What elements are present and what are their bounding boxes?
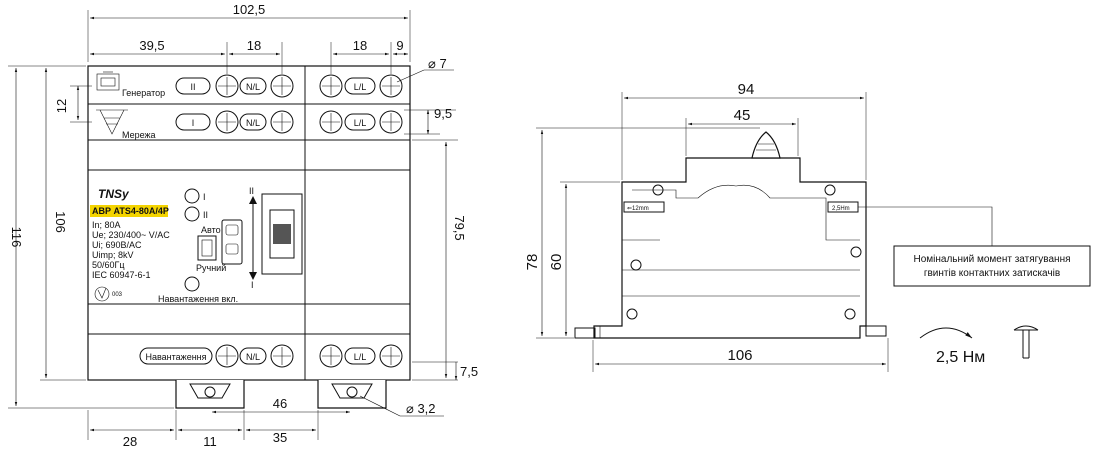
svg-text:II: II bbox=[203, 210, 208, 220]
grid-label: Мережа bbox=[122, 130, 156, 140]
model-badge bbox=[90, 205, 168, 217]
dim-bottom-46: 46 bbox=[273, 396, 287, 411]
operating-handle[interactable]: II I bbox=[249, 186, 303, 290]
svg-text:Навантаження: Навантаження bbox=[145, 352, 206, 362]
screw-terminal-icon bbox=[319, 74, 343, 98]
spec-line: Ui; 690B/AC bbox=[92, 240, 142, 250]
indicator-lamp-icon bbox=[184, 188, 200, 204]
screw-icon bbox=[1013, 325, 1039, 359]
mounting-hole-icon bbox=[850, 246, 862, 258]
mode-switch[interactable] bbox=[197, 235, 217, 261]
svg-text:L/L: L/L bbox=[354, 118, 367, 128]
indicator-lamp-icon bbox=[184, 206, 200, 222]
mode-button-group[interactable] bbox=[221, 219, 243, 265]
dim-height-78: 78 bbox=[524, 254, 541, 271]
svg-text:I: I bbox=[192, 118, 195, 128]
din-tab-left bbox=[574, 327, 596, 339]
generator-label: Генератор bbox=[122, 88, 165, 98]
certification-mark-icon bbox=[94, 286, 110, 302]
dim-pitch-right: 18 bbox=[353, 38, 367, 53]
screw-terminal-icon bbox=[319, 344, 343, 368]
indicator-lamp-icon bbox=[184, 276, 200, 292]
dim-depth-45: 45 bbox=[734, 107, 751, 124]
screw-terminal-icon bbox=[379, 110, 403, 134]
dim-pitch-mid: 18 bbox=[247, 38, 261, 53]
screw-terminal-icon bbox=[270, 110, 294, 134]
spec-line: 50/60Гц bbox=[92, 260, 125, 270]
dim-left-offset: 39,5 bbox=[139, 38, 164, 53]
torque-value: 2,5 Нм bbox=[936, 349, 985, 366]
dim-depth-94: 94 bbox=[738, 81, 755, 98]
mounting-hole-icon bbox=[626, 308, 638, 320]
dim-bottom-step: 7,5 bbox=[460, 364, 478, 379]
dim-bottom-11: 11 bbox=[203, 434, 217, 449]
svg-text:N/L: N/L bbox=[246, 118, 260, 128]
dim-hole-diameter: ⌀ 7 bbox=[428, 56, 447, 71]
torque-note: Номінальний момент затягування гвинтів к… bbox=[893, 245, 1091, 366]
dim-row-gap-right: 9,5 bbox=[434, 106, 452, 121]
din-clip-left bbox=[175, 380, 245, 409]
mounting-hole-icon bbox=[824, 184, 836, 196]
svg-text:N/L: N/L bbox=[246, 352, 260, 362]
brand-logo: TNSy bbox=[98, 187, 130, 201]
handle-position-top: II bbox=[249, 186, 254, 196]
power-tower-icon bbox=[96, 109, 128, 135]
spec-line: IEC 60947-6-1 bbox=[92, 270, 151, 280]
model-name: АВР ATS4-80A/4P bbox=[92, 206, 169, 216]
terminal-row-load: Навантаження N/L L/L bbox=[139, 344, 403, 368]
front-view: Генератор Мережа II N/L L/L I bbox=[8, 2, 478, 449]
spec-line: Uimp; 8kV bbox=[92, 250, 134, 260]
screw-terminal-icon bbox=[319, 110, 343, 134]
spec-line: In; 80A bbox=[92, 220, 121, 230]
svg-text:L/L: L/L bbox=[354, 352, 367, 362]
mounting-hole-icon bbox=[630, 259, 642, 271]
dim-width-106: 106 bbox=[727, 347, 752, 364]
screw-terminal-icon bbox=[379, 344, 403, 368]
strip-length-tag: ⇐12mm bbox=[627, 206, 649, 212]
auto-mode-label: Авто bbox=[201, 225, 221, 235]
screw-terminal-icon bbox=[270, 344, 294, 368]
control-panel: I II Авто Ручний Навантаження вкл. bbox=[158, 188, 243, 304]
cert-code: 003 bbox=[112, 292, 123, 298]
dim-height-60: 60 bbox=[548, 254, 565, 271]
torque-note-box bbox=[893, 245, 1091, 287]
dim-height-total: 116 bbox=[9, 227, 24, 248]
terminal-row-grid: I N/L L/L bbox=[175, 110, 403, 134]
device-label: TNSy АВР ATS4-80A/4P In; 80A Ue; 230/400… bbox=[90, 187, 170, 302]
screw-terminal-icon bbox=[270, 74, 294, 98]
svg-text:L/L: L/L bbox=[354, 82, 367, 92]
svg-text:II: II bbox=[190, 82, 195, 92]
din-tab-right bbox=[865, 325, 887, 337]
dim-row-gap-left: 12 bbox=[54, 99, 69, 113]
mounting-hole-icon bbox=[652, 184, 664, 196]
dim-right-edge: 9 bbox=[396, 38, 403, 53]
dim-height-right: 79,5 bbox=[452, 215, 467, 240]
torque-tag: 2,5Hm bbox=[832, 206, 850, 212]
spec-line: Ue; 230/400~ V/AC bbox=[92, 230, 170, 240]
dim-width-total: 102,5 bbox=[233, 2, 266, 17]
screw-terminal-icon bbox=[379, 74, 403, 98]
svg-text:I: I bbox=[203, 192, 206, 202]
front-body-outline bbox=[87, 65, 411, 381]
selector-knob-icon bbox=[751, 131, 781, 159]
side-view: ⇐12mm 2,5Hm 94 45 78 60 106 bbox=[524, 81, 993, 372]
screw-terminal-icon bbox=[215, 110, 239, 134]
terminal-row-generator: II N/L L/L bbox=[175, 74, 403, 98]
load-on-label: Навантаження вкл. bbox=[158, 294, 238, 304]
dim-screw-diameter: ⌀ 3,2 bbox=[406, 401, 436, 416]
torque-note-line2: гвинтів контактних затискачів bbox=[924, 268, 1060, 279]
generator-icon bbox=[96, 71, 120, 91]
rotation-arrow-icon bbox=[919, 327, 973, 339]
dim-bottom-28: 28 bbox=[123, 434, 137, 449]
screw-terminal-icon bbox=[215, 344, 239, 368]
handle-position-bottom: I bbox=[251, 280, 254, 290]
dim-bottom-35: 35 bbox=[273, 430, 287, 445]
torque-note-line1: Номінальний момент затягування bbox=[913, 254, 1070, 265]
dim-height-body: 106 bbox=[53, 211, 68, 233]
svg-text:N/L: N/L bbox=[246, 82, 260, 92]
mounting-hole-icon bbox=[844, 308, 856, 320]
screw-terminal-icon bbox=[215, 74, 239, 98]
manual-mode-label: Ручний bbox=[196, 263, 226, 273]
